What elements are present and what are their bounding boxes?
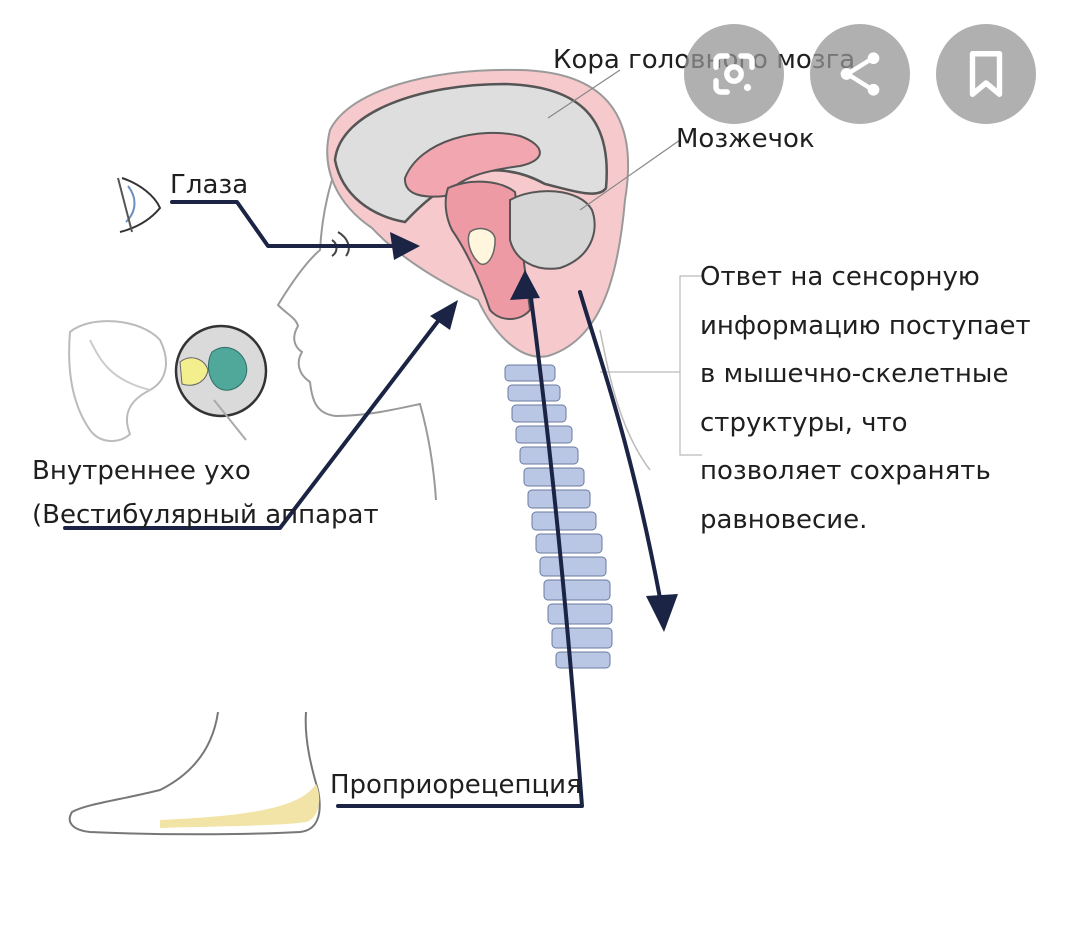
eyes-label: Глаза	[170, 170, 249, 200]
ear-drawing	[68, 320, 268, 442]
response-line: Ответ на сенсорную	[700, 262, 980, 292]
inner-ear-label-line1: Внутреннее ухо	[32, 456, 251, 486]
eye-icon	[117, 177, 162, 233]
response-line: информацию поступает	[700, 310, 1031, 341]
spine	[504, 364, 613, 669]
response-line: позволяет сохранять	[700, 456, 991, 486]
arrow-heads	[390, 232, 678, 632]
response-line: в мышечно-скелетные	[700, 359, 1009, 389]
signal-arrows	[63, 200, 662, 808]
lens-button[interactable]	[684, 24, 784, 124]
bookmark-button[interactable]	[936, 24, 1036, 124]
response-line: структуры, что	[700, 407, 908, 438]
cerebellum-label: Мозжечок	[676, 124, 815, 154]
neck-outline	[599, 329, 651, 471]
bookmark-icon	[969, 51, 1003, 97]
midbrain	[403, 132, 541, 198]
inner-ear-label-line2: (Вестибулярный аппарат	[32, 500, 379, 530]
head-outline	[276, 149, 437, 501]
proprioception-label: Проприорецепция	[330, 770, 582, 800]
share-button[interactable]	[810, 24, 910, 124]
lens-icon	[713, 53, 755, 95]
cerebellum	[509, 190, 596, 270]
share-icon	[840, 52, 880, 96]
response-text: Ответ на сенсорную информацию поступает …	[700, 262, 1031, 553]
response-line: равновесие.	[700, 504, 868, 535]
